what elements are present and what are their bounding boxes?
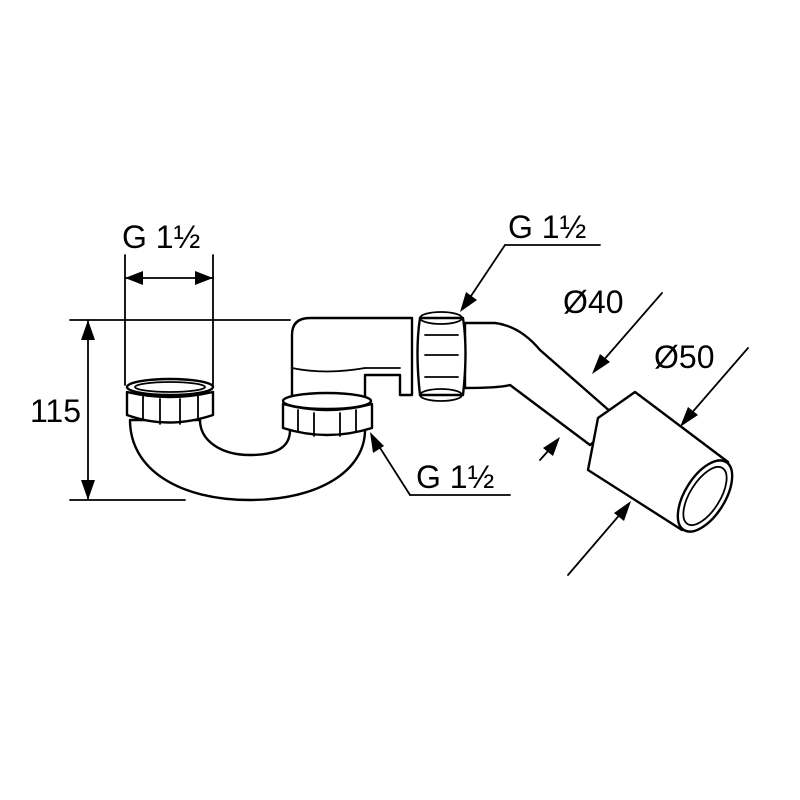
label-outlet-thread: G 1½ xyxy=(508,209,586,245)
inlet-leg xyxy=(125,377,367,502)
leader-diameter-40 xyxy=(539,292,663,461)
label-union-thread: G 1½ xyxy=(416,459,494,495)
leader-diameter-50 xyxy=(567,347,749,576)
label-height: 115 xyxy=(30,393,81,429)
label-inlet-thread: G 1½ xyxy=(122,219,200,255)
trap-riser xyxy=(281,316,414,437)
outlet-coupling-nut xyxy=(416,316,467,397)
leader-union-thread xyxy=(370,432,511,496)
inlet-coupling-nut xyxy=(125,390,215,424)
u-bend xyxy=(128,418,367,502)
outlet-opening xyxy=(676,459,734,533)
label-diameter-50: Ø50 xyxy=(654,339,714,375)
dimension-height xyxy=(69,319,291,501)
label-diameter-40: Ø40 xyxy=(563,284,623,320)
trap-riser-body xyxy=(290,316,414,412)
leader-outlet-thread xyxy=(460,244,601,312)
outlet-assembly xyxy=(416,311,734,533)
